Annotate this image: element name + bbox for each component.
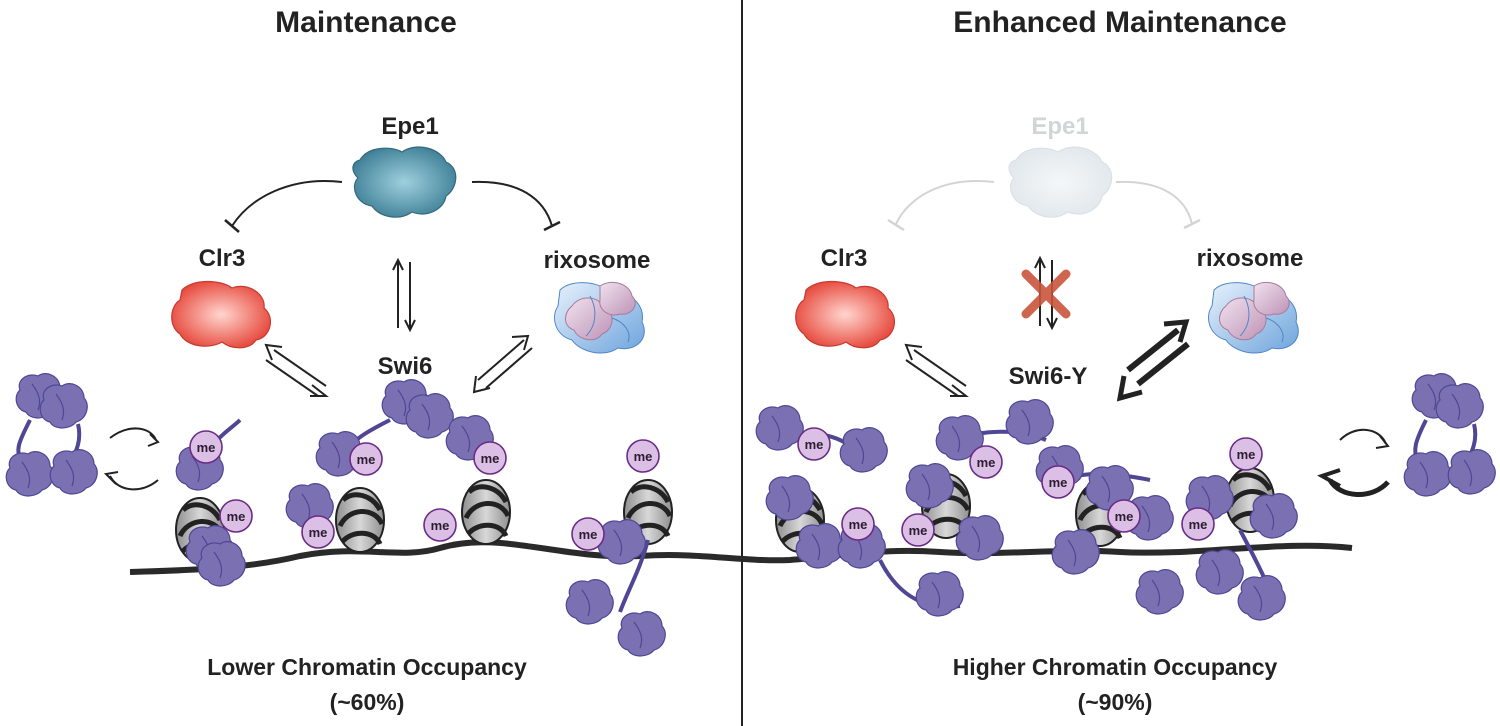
- me-mark-label: me: [579, 527, 598, 542]
- right-epe1-inhibits-clr3-arc: [895, 180, 995, 225]
- me-mark-label: me: [634, 449, 653, 464]
- left-inhibit-bar-rixosome: [543, 220, 561, 232]
- me-mark-label: me: [977, 455, 996, 470]
- me-mark-label: me: [357, 452, 376, 467]
- left-rixosome-label: rixosome: [544, 247, 651, 274]
- left-methyl-marks: me me me me me me me me: [189, 430, 660, 551]
- right-occupancy-value: (~90%): [1078, 689, 1153, 715]
- chromatin-fiber: [129, 539, 1353, 575]
- me-mark-label: me: [1189, 517, 1208, 532]
- left-occupancy-value: (~60%): [330, 689, 405, 715]
- left-epe1-label: Epe1: [381, 113, 438, 140]
- left-clr3-label: Clr3: [199, 245, 246, 272]
- me-mark-label: me: [481, 451, 500, 466]
- me-mark-label: me: [197, 440, 216, 455]
- right-clr3-protein: [795, 280, 896, 349]
- me-mark-label: me: [805, 437, 824, 452]
- me-mark-label: me: [909, 523, 928, 538]
- me-mark-label: me: [849, 517, 868, 532]
- left-inhibit-bar-clr3: [224, 219, 240, 233]
- left-chromatin: [176, 379, 672, 657]
- right-epe1-protein-faded: [1008, 146, 1113, 218]
- right-chromatin: [755, 399, 1298, 621]
- right-rixosome-label: rixosome: [1197, 245, 1304, 272]
- right-inhibit-bar-clr3: [887, 218, 905, 232]
- me-mark-label: me: [227, 509, 246, 524]
- right-free-swi6-dimer: [1403, 373, 1496, 497]
- me-mark-label: me: [309, 525, 328, 540]
- me-mark-label: me: [431, 518, 450, 533]
- left-clr3-swi6-equilibrium-arrow: [264, 343, 329, 397]
- right-rixosome-swi6y-strong-equilibrium-arrow: [1116, 319, 1190, 402]
- left-epe1-protein: [352, 146, 457, 218]
- left-rixosome-swi6-equilibrium-arrow: [472, 334, 533, 394]
- left-epe1-swi6-equilibrium-arrow: [392, 257, 416, 333]
- right-inhibit-bar-rixosome: [1183, 218, 1201, 230]
- left-occupancy-label: Lower Chromatin Occupancy: [207, 654, 527, 680]
- left-epe1-inhibits-clr3-arc: [231, 180, 343, 227]
- me-mark-label: me: [1115, 509, 1134, 524]
- right-clr3-swi6y-equilibrium-arrow: [904, 343, 969, 397]
- left-panel-title: Maintenance: [275, 6, 457, 39]
- left-free-swi6-dimer: [5, 373, 98, 497]
- left-swi6-label: Swi6: [378, 353, 433, 380]
- left-exchange-arrows: [103, 427, 160, 491]
- left-epe1-inhibits-rixosome-arc: [471, 180, 553, 227]
- right-clr3-label: Clr3: [821, 245, 868, 272]
- right-exchange-arrows: [1317, 428, 1390, 497]
- right-epe1-inhibits-rixosome-arc: [1115, 180, 1193, 225]
- me-mark-label: me: [1049, 475, 1068, 490]
- left-clr3-protein: [171, 280, 272, 349]
- cross-icon: [1021, 269, 1071, 319]
- right-epe1-label: Epe1: [1031, 113, 1088, 140]
- me-mark-label: me: [1237, 447, 1256, 462]
- left-rixosome-complex: [554, 281, 645, 354]
- right-occupancy-label: Higher Chromatin Occupancy: [953, 654, 1278, 680]
- right-rixosome-complex: [1208, 281, 1299, 354]
- right-panel-title: Enhanced Maintenance: [953, 6, 1286, 39]
- right-swi6y-label: Swi6-Y: [1009, 363, 1088, 390]
- right-methyl-marks: me me me me me me me me: [797, 427, 1263, 547]
